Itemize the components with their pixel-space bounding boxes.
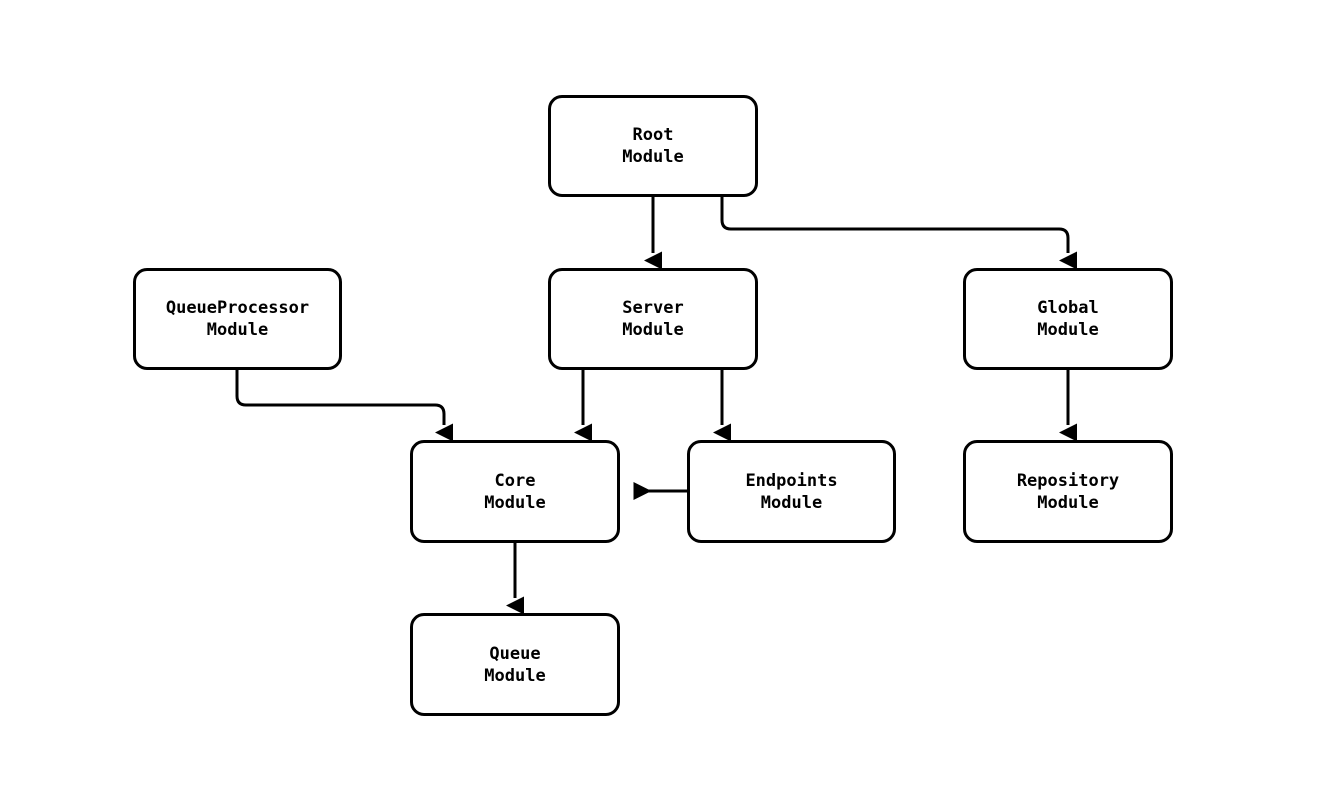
node-global[interactable]: Global Module	[963, 268, 1173, 370]
edge-group	[235, 197, 1077, 615]
node-server[interactable]: Server Module	[548, 268, 758, 370]
node-label-line2: Module	[206, 320, 269, 340]
node-label-line1: Core	[494, 470, 536, 491]
node-label-line1: QueueProcessor	[165, 298, 310, 318]
edge-queueprocessor-to-core	[235, 370, 453, 442]
node-label-line1: Root	[632, 125, 674, 145]
edge-root-to-global	[720, 197, 1077, 270]
node-label-line2: Module	[484, 492, 546, 513]
node-label-line1: Endpoints	[745, 470, 838, 491]
node-label-line2: Module	[760, 492, 823, 513]
node-root[interactable]: Root Module	[548, 95, 758, 197]
node-label-line2: Module	[484, 665, 546, 686]
node-label-line2: Module	[1037, 492, 1099, 513]
node-label-line2: Module	[622, 147, 684, 167]
node-queue[interactable]: Queue Module	[410, 613, 620, 716]
node-label-line1: Server	[622, 298, 684, 318]
node-label-line2: Module	[1037, 320, 1099, 340]
node-core[interactable]: Core Module	[410, 440, 620, 543]
node-repository[interactable]: Repository Module	[963, 440, 1173, 543]
node-label-line1: Global	[1037, 298, 1099, 318]
node-label-line1: Repository	[1016, 470, 1120, 491]
node-label-line1: Queue	[489, 643, 541, 664]
node-label-line2: Module	[622, 320, 684, 340]
node-queueprocessor[interactable]: QueueProcessor Module	[133, 268, 342, 370]
node-endpoints[interactable]: Endpoints Module	[687, 440, 896, 543]
